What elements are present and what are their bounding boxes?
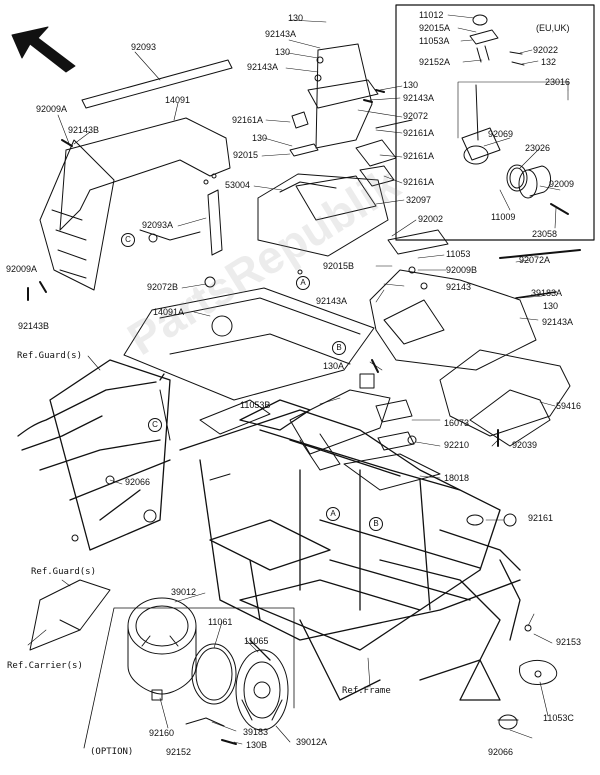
part-label-53004[interactable]: 53004: [225, 180, 251, 190]
part-label-92143b-bottom[interactable]: 92143B: [18, 321, 50, 331]
ref-carrier[interactable]: Ref.Carrier(s): [7, 661, 83, 671]
part-label-11053a[interactable]: 11053A: [419, 36, 450, 46]
part-label-39183[interactable]: 39183: [243, 727, 269, 737]
part-label-92039[interactable]: 92039: [512, 440, 538, 450]
bracket-art: [289, 373, 391, 471]
part-label-130-c[interactable]: 130: [403, 80, 419, 90]
callout-c-frame: C: [148, 418, 162, 432]
right-fender-art: [343, 229, 581, 491]
part-label-11009[interactable]: 11009: [491, 212, 516, 222]
callout-c-left: C: [121, 233, 135, 247]
region-inset-box: [395, 4, 595, 241]
callout-b-top: B: [332, 341, 346, 355]
part-label-92143a-b[interactable]: 92143A: [247, 62, 279, 72]
part-label-92160[interactable]: 92160: [149, 728, 175, 738]
leader-lines: [27, 19, 556, 745]
part-label-16073[interactable]: 16073: [444, 418, 470, 428]
part-label-92143a-e[interactable]: 92143A: [542, 317, 574, 327]
part-label-92069[interactable]: 92069: [488, 129, 514, 139]
front-direction-arrow-icon: [11, 26, 76, 73]
callout-a-frame: A: [326, 507, 340, 521]
part-label-92153[interactable]: 92153: [556, 637, 582, 647]
callout-b-frame: B: [369, 517, 383, 531]
part-label-92143[interactable]: 92143: [446, 282, 472, 292]
left-cover-art: [27, 59, 233, 301]
part-label-92066-top[interactable]: 92066: [125, 477, 151, 487]
part-label-92002[interactable]: 92002: [418, 214, 444, 224]
part-label-14091[interactable]: 14091: [165, 95, 191, 105]
part-label-130-e[interactable]: 130: [543, 301, 559, 311]
ref-guard-top[interactable]: Ref.Guard(s): [17, 351, 83, 361]
ref-guard-bottom[interactable]: Ref.Guard(s): [31, 567, 97, 577]
part-label-32097[interactable]: 32097: [406, 195, 432, 205]
part-label-11061[interactable]: 11061: [208, 617, 233, 627]
part-label-92093[interactable]: 92093: [131, 42, 157, 52]
part-label-130a[interactable]: 130A: [323, 361, 345, 371]
part-label-92072a[interactable]: 92072A: [519, 255, 551, 265]
part-label-59416[interactable]: 59416: [556, 401, 582, 411]
part-label-130-d[interactable]: 130: [252, 133, 268, 143]
part-label-92022[interactable]: 92022: [533, 45, 559, 55]
part-label-92009a-top[interactable]: 92009A: [36, 104, 68, 114]
callout-a-top: A: [296, 276, 310, 290]
region-label: (EU,UK): [536, 23, 570, 33]
part-label-130-a[interactable]: 130: [288, 13, 304, 23]
ref-frame[interactable]: Ref.Frame: [342, 686, 391, 696]
part-label-92161a-a[interactable]: 92161A: [232, 115, 264, 125]
option-parts-art: [83, 597, 295, 749]
option-label: (OPTION): [90, 747, 134, 757]
part-label-92066-bottom[interactable]: 92066: [488, 747, 514, 757]
part-label-92143a-c[interactable]: 92143A: [403, 93, 435, 103]
center-tray-art: [257, 43, 413, 275]
part-label-92009[interactable]: 92009: [549, 179, 575, 189]
part-label-92015a[interactable]: 92015A: [419, 23, 451, 33]
part-label-92009b[interactable]: 92009B: [446, 265, 478, 275]
main-frame-art: [17, 359, 521, 701]
part-label-92152[interactable]: 92152: [166, 747, 192, 757]
part-label-92015[interactable]: 92015: [233, 150, 259, 160]
part-label-92161a-d[interactable]: 92161A: [403, 177, 435, 187]
part-label-92093a[interactable]: 92093A: [142, 220, 174, 230]
part-label-92009a-bottom[interactable]: 92009A: [6, 264, 38, 274]
inset-leader-lines: [447, 14, 569, 229]
part-label-130-b[interactable]: 130: [275, 47, 291, 57]
part-label-92161[interactable]: 92161: [528, 513, 554, 523]
part-label-23026[interactable]: 23026: [525, 143, 551, 153]
part-label-23058[interactable]: 23058: [532, 229, 558, 239]
part-label-11065[interactable]: 11065: [244, 636, 269, 646]
part-label-14091a[interactable]: 14091A: [153, 307, 185, 317]
part-label-92143a-a[interactable]: 92143A: [265, 29, 297, 39]
part-label-23016[interactable]: 23016: [545, 77, 571, 87]
floor-mat-art: [123, 287, 375, 401]
part-label-132[interactable]: 132: [541, 57, 557, 67]
part-label-11053b[interactable]: 11053B: [240, 400, 271, 410]
part-label-11053c[interactable]: 11053C: [543, 713, 574, 723]
ignition-switch-inset-art: [461, 14, 569, 215]
part-label-11012[interactable]: 11012: [419, 10, 444, 20]
part-label-130b[interactable]: 130B: [246, 740, 268, 750]
part-label-92072[interactable]: 92072: [403, 111, 429, 121]
part-label-92015b[interactable]: 92015B: [323, 261, 355, 271]
part-label-39012[interactable]: 39012: [171, 587, 197, 597]
part-label-92143a-d[interactable]: 92143A: [316, 296, 348, 306]
part-label-92210[interactable]: 92210: [444, 440, 470, 450]
part-label-92161a-b[interactable]: 92161A: [403, 128, 435, 138]
part-label-39183a[interactable]: 39183A: [531, 288, 563, 298]
part-label-92143b-top[interactable]: 92143B: [68, 125, 100, 135]
part-label-92161a-c[interactable]: 92161A: [403, 151, 435, 161]
part-label-11053[interactable]: 11053: [446, 249, 471, 259]
option-bracket-outline: [83, 607, 295, 749]
part-label-92152a[interactable]: 92152A: [419, 57, 451, 67]
part-label-39012a[interactable]: 39012A: [296, 737, 328, 747]
part-label-18018[interactable]: 18018: [444, 473, 470, 483]
part-label-92072b[interactable]: 92072B: [147, 282, 179, 292]
